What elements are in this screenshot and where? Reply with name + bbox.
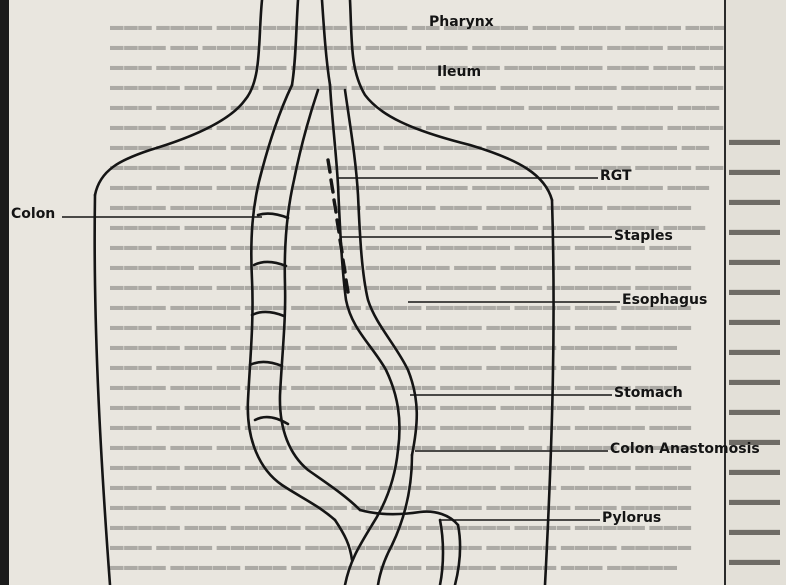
haustra-3: [252, 312, 284, 316]
esophagus-tube-right: [345, 90, 417, 455]
pharynx-tube-right: [322, 0, 330, 85]
colon-conduit-right: [280, 90, 360, 510]
label-staples: Staples: [614, 228, 673, 244]
haustra-2: [254, 262, 286, 266]
duodenum-inner: [440, 520, 443, 585]
duodenum-lower: [455, 525, 460, 585]
label-pharynx: Pharynx: [429, 14, 494, 30]
label-stomach: Stomach: [614, 385, 683, 401]
haustra-4: [250, 362, 282, 366]
colon-conduit-left: [248, 85, 335, 520]
label-pylorus: Pylorus: [602, 510, 661, 526]
pharynx-tube-left: [292, 0, 298, 85]
label-colon-anastomosis: Colon Anastomosis: [610, 441, 760, 457]
esophagus-tube-left: [330, 85, 400, 450]
label-esophagus: Esophagus: [622, 292, 707, 308]
neck-outline-left: [95, 0, 262, 195]
label-colon: Colon: [11, 206, 55, 222]
anastomosis-connector: [335, 520, 352, 560]
haustra-1: [258, 214, 288, 218]
label-ileum: Ileum: [437, 64, 481, 80]
torso-outline-right: [545, 200, 554, 585]
neck-outline-right: [350, 0, 552, 200]
label-rgt: RGT: [600, 168, 632, 184]
torso-outline-left: [95, 195, 110, 585]
stomach-outline-left: [345, 450, 398, 585]
